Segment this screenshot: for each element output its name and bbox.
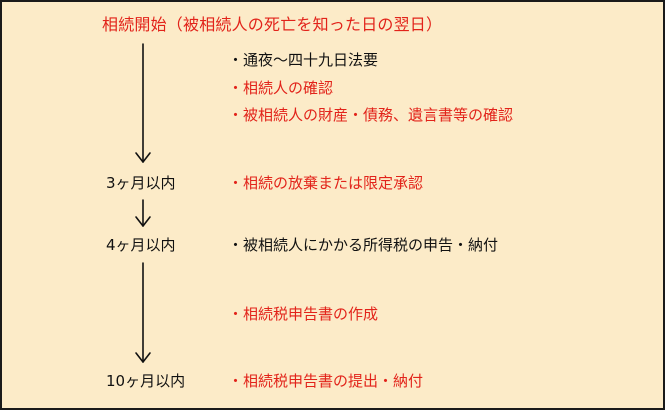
task-prepare-inheritance-tax-return: ・相続税申告書の作成: [228, 305, 379, 323]
task-file-and-pay-inheritance-tax: ・相続税申告書の提出・納付: [228, 372, 424, 390]
task-confirm-assets-debts-will: ・被相続人の財産・債務、遺言書等の確認: [228, 106, 514, 124]
arrow-3months-to-4months: [135, 199, 151, 227]
milestone-4-months: 4ヶ月以内: [106, 236, 176, 254]
arrow-start-to-3months: [135, 43, 151, 163]
task-renunciation-or-limited-acceptance: ・相続の放棄または限定承認: [228, 174, 424, 192]
task-confirm-heirs: ・相続人の確認: [228, 79, 334, 97]
milestone-10-months: 10ヶ月以内: [106, 372, 186, 390]
task-wake-to-49th-day-memorial: ・通夜～四十九日法要: [228, 51, 379, 69]
arrow-4months-to-10months: [135, 262, 151, 363]
task-income-tax-return-payment: ・被相続人にかかる所得税の申告・納付: [228, 236, 499, 254]
milestone-3-months: 3ヶ月以内: [106, 174, 176, 192]
diagram-title: 相続開始（被相続人の死亡を知った日の翌日）: [102, 15, 443, 34]
